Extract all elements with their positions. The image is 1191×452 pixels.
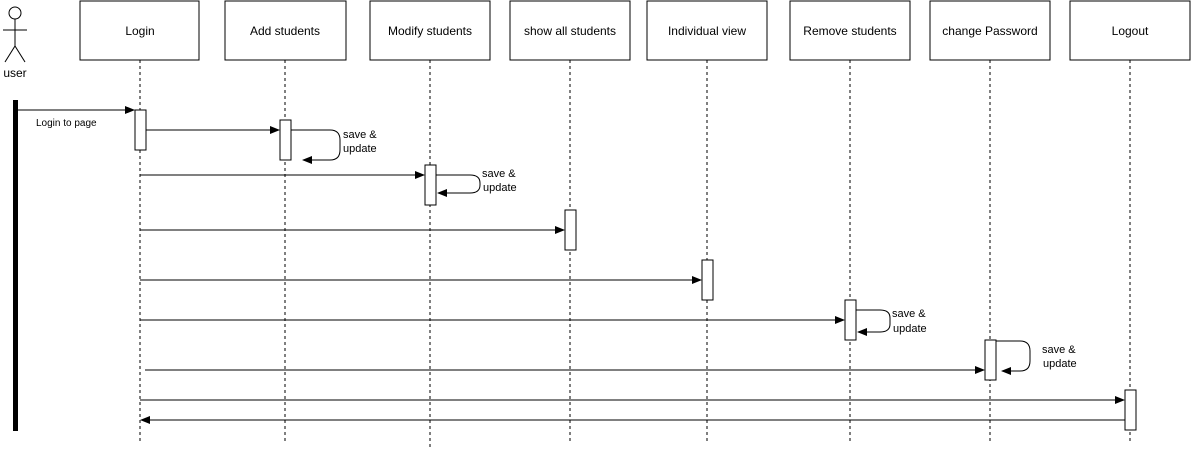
actor-activation-bar xyxy=(13,100,18,431)
participant-box xyxy=(369,0,491,61)
activation-remove-students xyxy=(844,299,857,341)
actor-user: user xyxy=(3,6,27,80)
self-call-remove-students-label-line1: save & xyxy=(892,308,926,320)
participant-box xyxy=(79,0,200,61)
actor-head xyxy=(8,6,22,20)
activation-individual-view xyxy=(701,259,714,301)
self-call-modify-students-label-line1: save & xyxy=(482,168,516,180)
actor-right-leg xyxy=(14,45,26,63)
self-call-change-password xyxy=(996,340,1031,375)
participant-label: Add students xyxy=(250,24,320,38)
self-call-change-password-label-line1: save & xyxy=(1042,344,1076,356)
participant-box xyxy=(646,0,768,61)
participant-label: Remove students xyxy=(803,24,896,38)
participant-label: show all students xyxy=(524,24,616,38)
participant-label: change Password xyxy=(942,24,1037,38)
participant-label: Modify students xyxy=(388,24,472,38)
self-call-remove-students-label-line2: update xyxy=(893,323,927,335)
participant-individual-view: Individual view xyxy=(646,0,768,441)
participant-label: Login xyxy=(125,24,154,38)
participant-box xyxy=(224,0,347,61)
participant-add-students: Add students xyxy=(224,0,347,441)
self-call-add-students xyxy=(291,129,341,164)
message-login-to-page-label: Login to page xyxy=(36,118,97,129)
self-call-modify-students-label-line2: update xyxy=(483,182,517,194)
participant-label: Logout xyxy=(1112,24,1149,38)
participant-label: Individual view xyxy=(668,24,746,38)
self-call-add-students-label-line2: update xyxy=(343,143,377,155)
participant-modify-students: Modify students xyxy=(369,0,491,448)
activation-logout xyxy=(1124,389,1137,431)
participant-logout: Logout xyxy=(1069,0,1191,441)
participant-box xyxy=(1069,0,1191,61)
participant-box xyxy=(789,0,911,61)
participant-box xyxy=(509,0,631,61)
participant-login: Login xyxy=(79,0,200,441)
activation-modify-students xyxy=(424,164,437,206)
self-call-change-password-label-line2: update xyxy=(1043,358,1077,370)
participant-change-password: change Password xyxy=(929,0,1051,441)
participant-show-all-students: show all students xyxy=(509,0,631,441)
self-call-modify-students xyxy=(436,174,481,197)
activation-login xyxy=(134,109,147,151)
activation-add-students xyxy=(279,119,292,161)
participant-remove-students: Remove students xyxy=(789,0,911,441)
actor-left-leg xyxy=(4,45,16,63)
activation-change-password xyxy=(984,339,997,381)
activation-show-all-students xyxy=(564,209,577,251)
self-call-add-students-label-line1: save & xyxy=(343,129,377,141)
actor-label: user xyxy=(3,66,26,80)
participant-box xyxy=(929,0,1051,61)
self-call-remove-students xyxy=(856,309,891,336)
